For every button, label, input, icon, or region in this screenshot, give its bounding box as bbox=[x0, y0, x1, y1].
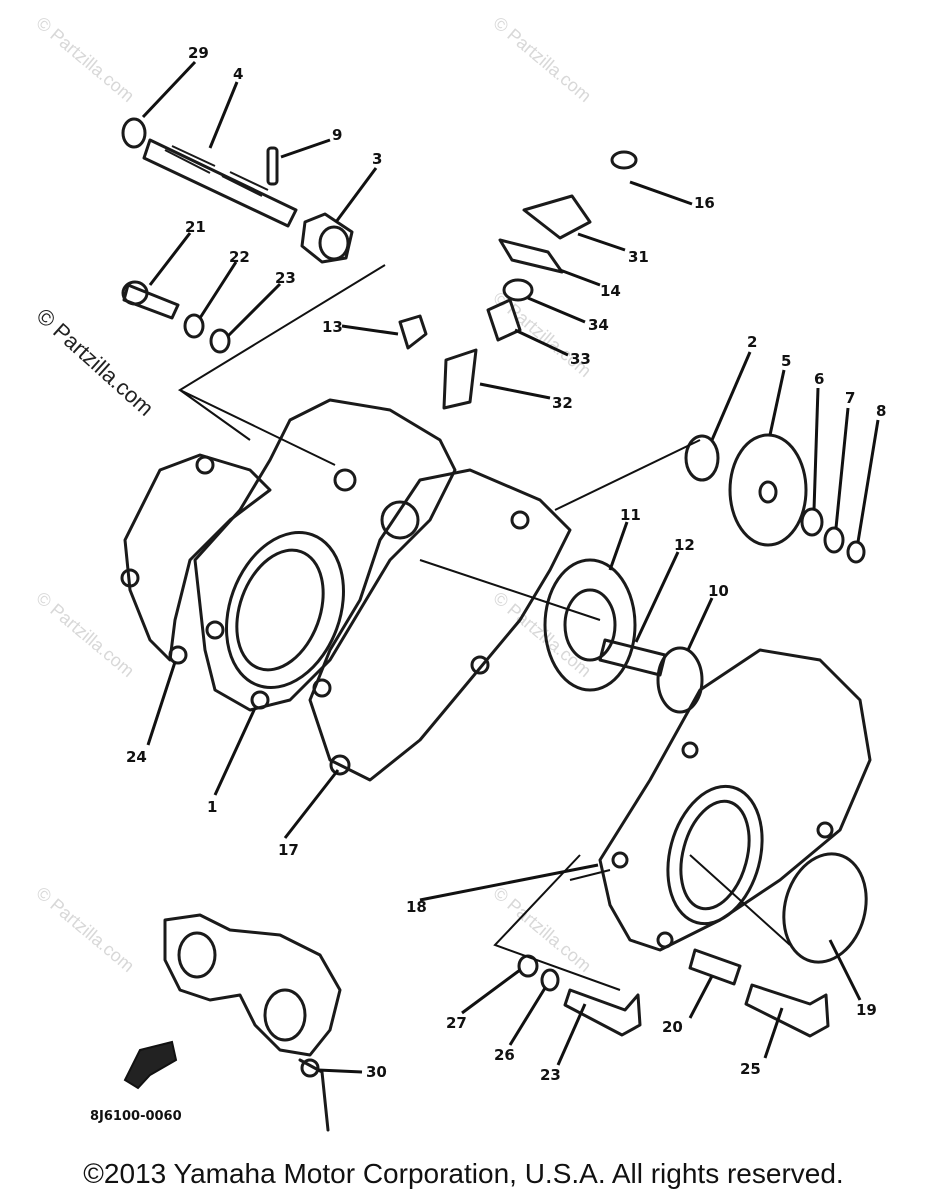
part-23-bolt bbox=[563, 988, 642, 1037]
part-21-bolt bbox=[122, 283, 180, 320]
callout-17: 17 bbox=[278, 841, 299, 859]
sprocket-assembly bbox=[684, 433, 866, 564]
part-5-sprocket bbox=[728, 433, 808, 547]
part-34-piece bbox=[502, 278, 534, 302]
callout-labels: 29 4 9 3 21 22 23 13 16 31 14 34 33 32 2… bbox=[90, 44, 886, 1124]
callout-4: 4 bbox=[233, 65, 243, 83]
part-25-bolt bbox=[744, 983, 830, 1038]
part-29-seal bbox=[121, 117, 147, 149]
part-3-bushing bbox=[300, 212, 354, 264]
callout-3: 3 bbox=[372, 150, 382, 168]
grouping-lines bbox=[177, 264, 791, 991]
diagram-code: 8J6100-0060 bbox=[90, 1109, 182, 1124]
callout-7: 7 bbox=[845, 389, 855, 407]
part-31-cap bbox=[522, 194, 592, 240]
bracket-30 bbox=[163, 913, 342, 1132]
part-16-screw bbox=[610, 150, 638, 170]
callout-29: 29 bbox=[188, 44, 209, 62]
callout-21: 21 bbox=[185, 218, 206, 236]
part-19-oring bbox=[782, 852, 868, 964]
callout-16: 16 bbox=[694, 194, 715, 212]
callout-18: 18 bbox=[406, 898, 427, 916]
part-23-washer bbox=[209, 328, 231, 354]
callout-34: 34 bbox=[588, 316, 609, 334]
callout-24: 24 bbox=[126, 748, 147, 766]
callout-23: 23 bbox=[540, 1066, 561, 1084]
callout-20: 20 bbox=[662, 1018, 683, 1036]
watermark: © Partzilla.com bbox=[32, 883, 138, 976]
part-13-screw bbox=[398, 314, 428, 350]
part-24-gasket bbox=[123, 453, 272, 662]
part-26-washer bbox=[540, 968, 560, 992]
callout-23: 23 bbox=[275, 269, 296, 287]
callout-2: 2 bbox=[747, 333, 757, 351]
callout-14: 14 bbox=[600, 282, 621, 300]
part-10-bearing bbox=[656, 646, 704, 714]
callout-11: 11 bbox=[620, 506, 641, 524]
bottom-fasteners bbox=[517, 948, 830, 1038]
part-6-washer bbox=[800, 507, 824, 537]
callout-19: 19 bbox=[856, 1001, 877, 1019]
part-20-dowel bbox=[688, 948, 742, 986]
gear-assembly bbox=[543, 558, 704, 714]
callout-8: 8 bbox=[876, 402, 886, 420]
callout-9: 9 bbox=[332, 126, 342, 144]
callout-13: 13 bbox=[322, 318, 343, 336]
part-33-gear bbox=[486, 298, 522, 342]
leader-lines bbox=[141, 60, 880, 1074]
housing-cover-18 bbox=[598, 648, 872, 964]
top-stack bbox=[398, 150, 638, 410]
part-12-shaft bbox=[598, 638, 667, 677]
callout-26: 26 bbox=[494, 1046, 515, 1064]
hand-pointer-icon bbox=[123, 1040, 178, 1090]
callout-10: 10 bbox=[708, 582, 729, 600]
callout-31: 31 bbox=[628, 248, 649, 266]
copyright-notice: ©2013 Yamaha Motor Corporation, U.S.A. A… bbox=[83, 1158, 844, 1189]
part-22-washer bbox=[183, 313, 205, 339]
part-14-plate bbox=[498, 238, 564, 274]
callout-5: 5 bbox=[781, 352, 791, 370]
gasket-17 bbox=[308, 468, 572, 782]
callout-32: 32 bbox=[552, 394, 573, 412]
callout-6: 6 bbox=[814, 370, 824, 388]
part-9-pin bbox=[266, 146, 279, 186]
watermark: © Partzilla.com bbox=[32, 13, 138, 106]
housing-cover-1 bbox=[120, 398, 457, 712]
watermark-side: © Partzilla.com bbox=[32, 303, 159, 421]
part-4-shaft bbox=[142, 138, 298, 228]
part-2-bearing bbox=[684, 434, 720, 482]
part-7-washer bbox=[823, 526, 845, 554]
callout-33: 33 bbox=[570, 350, 591, 368]
callout-25: 25 bbox=[740, 1060, 761, 1078]
callout-27: 27 bbox=[446, 1014, 467, 1032]
watermarks: © Partzilla.com © Partzilla.com © Partzi… bbox=[32, 13, 596, 976]
watermark: © Partzilla.com bbox=[489, 13, 595, 106]
callout-1: 1 bbox=[207, 798, 217, 816]
part-8-nut bbox=[846, 540, 866, 564]
part-11-gear bbox=[543, 558, 637, 692]
part-32-shaft bbox=[442, 348, 478, 410]
callout-30: 30 bbox=[366, 1063, 387, 1081]
callout-22: 22 bbox=[229, 248, 250, 266]
watermark: © Partzilla.com bbox=[32, 588, 138, 681]
shaft-assembly bbox=[121, 117, 354, 354]
callout-12: 12 bbox=[674, 536, 695, 554]
